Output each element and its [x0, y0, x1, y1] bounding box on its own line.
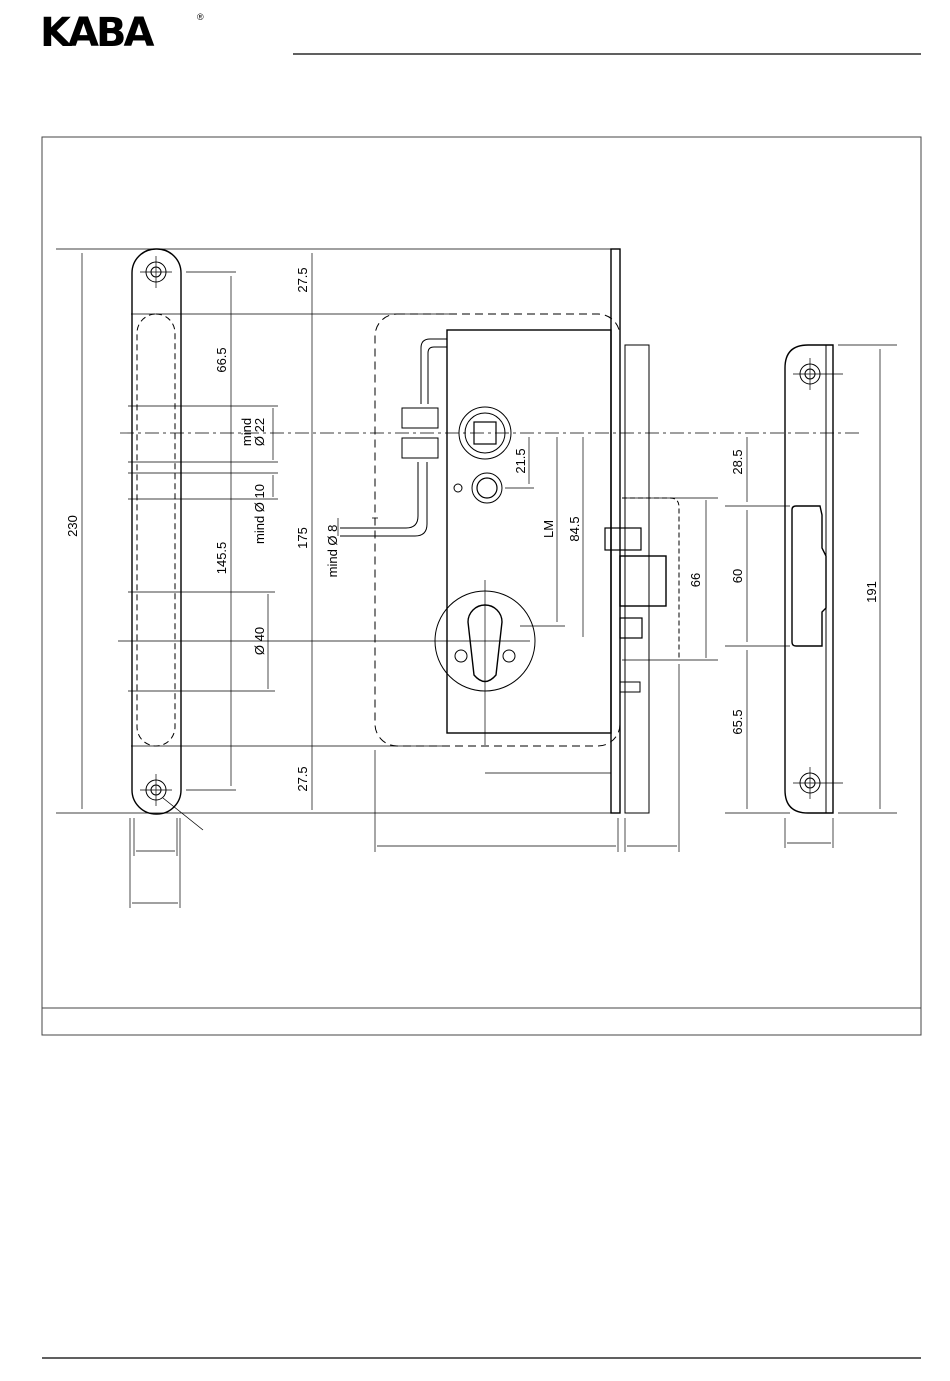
dim-66: 66 — [688, 573, 703, 587]
centre-dimension-lines — [338, 437, 718, 852]
dim-66-5: 66.5 — [214, 347, 229, 372]
lock-body — [340, 249, 679, 813]
dim-mind-phi-10: mind Ø 10 — [252, 484, 267, 544]
registered-mark: ® — [197, 12, 204, 22]
dim-21-5: 21.5 — [513, 448, 528, 473]
dim-175: 175 — [295, 527, 310, 549]
drawing-frame — [42, 137, 921, 1035]
dim-LM: LM — [541, 520, 556, 538]
kaba-logo: KABA ® — [40, 10, 204, 56]
logo-wordmark: KABA — [40, 10, 154, 56]
dim-230: 230 — [65, 515, 80, 537]
dim-27-5-bottom: 27.5 — [295, 766, 310, 791]
faceplate-front-view — [132, 249, 203, 830]
dim-145-5: 145.5 — [214, 542, 229, 575]
dim-191: 191 — [864, 581, 879, 603]
dim-mind-phi-8: mind Ø 8 — [325, 525, 340, 578]
dim-65-5: 65.5 — [730, 709, 745, 734]
dim-27-5-top: 27.5 — [295, 267, 310, 292]
dim-phi-22: Ø 22 — [252, 418, 267, 446]
dim-84-5: 84.5 — [567, 516, 582, 541]
dimension-labels: 230 27.5 66.5 mind Ø 22 mind Ø 10 145.5 … — [65, 267, 879, 791]
dim-28-5: 28.5 — [730, 449, 745, 474]
dim-60: 60 — [730, 569, 745, 583]
strike-plate — [785, 345, 843, 813]
dim-phi-40: Ø 40 — [252, 627, 267, 655]
